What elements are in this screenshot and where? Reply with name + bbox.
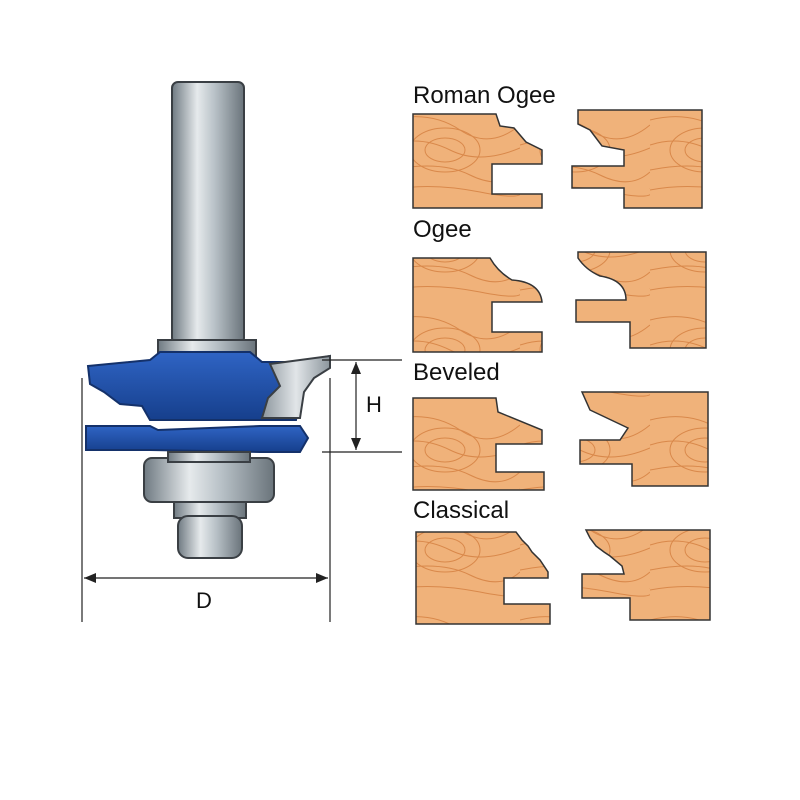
profile-beveled: Beveled (412, 359, 709, 491)
lower-cutter-body (85, 425, 310, 453)
rail-piece (415, 531, 551, 625)
dimension-d: D (81, 378, 331, 622)
diameter-label: D (196, 588, 212, 613)
profile-roman-ogee: Roman Ogee (412, 82, 703, 209)
bolt (177, 515, 243, 559)
router-bit (85, 81, 331, 559)
upper-carbide-tip (260, 354, 331, 419)
shank (171, 81, 245, 345)
rail-piece (412, 113, 543, 209)
profile-title: Roman Ogee (413, 82, 556, 109)
profile-title: Beveled (413, 359, 500, 386)
dimension-h: H (322, 359, 402, 453)
profile-ogee: Ogee (412, 216, 707, 353)
stile-piece (575, 251, 707, 349)
bearing (143, 457, 275, 503)
stile-piece (579, 391, 709, 487)
rail-piece (412, 397, 545, 491)
bearing-inner-ring (167, 451, 251, 463)
profile-title: Classical (413, 497, 509, 524)
profile-classical: Classical (413, 497, 711, 625)
stile-piece (581, 529, 711, 621)
stile-piece (571, 109, 703, 209)
rail-piece (412, 257, 543, 353)
profile-title: Ogee (413, 216, 472, 243)
height-label: H (366, 392, 382, 417)
